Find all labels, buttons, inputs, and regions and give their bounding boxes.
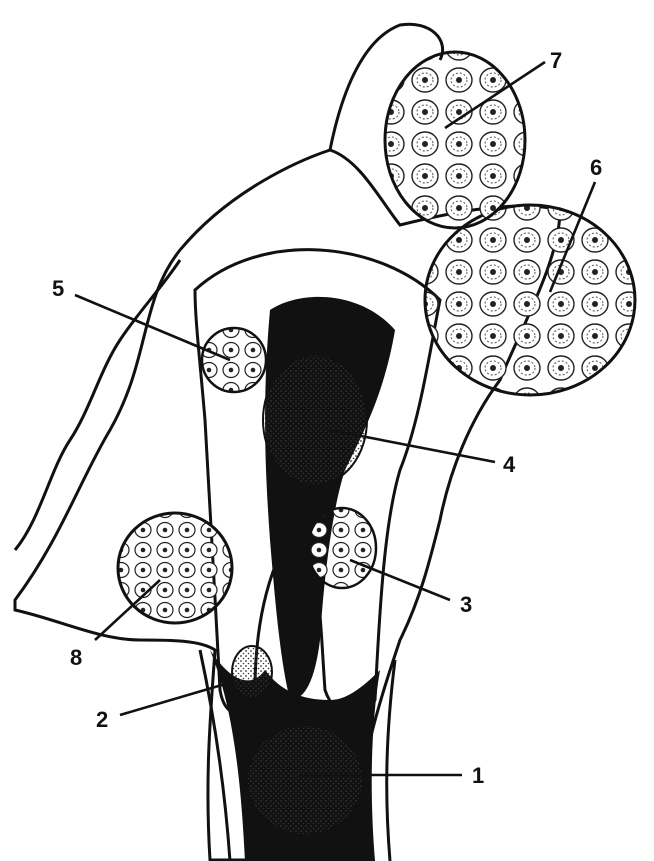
leader-2 <box>120 682 232 715</box>
fibroid-pedunculated-subserous <box>385 52 525 228</box>
label-7: 7 <box>550 48 562 73</box>
fibroid-cervical-pedunculated <box>247 725 363 835</box>
label-1: 1 <box>472 763 484 788</box>
fibroid-intraligamentary <box>118 513 232 623</box>
leader-3 <box>350 560 450 600</box>
label-8: 8 <box>70 645 82 670</box>
fibroid-intramural <box>308 508 376 588</box>
label-5: 5 <box>52 276 64 301</box>
label-6: 6 <box>590 155 602 180</box>
fibroid-cervical <box>232 646 272 698</box>
label-2: 2 <box>96 707 108 732</box>
label-4: 4 <box>503 452 516 477</box>
fibroid-submucous <box>263 355 367 485</box>
fibroid-intramural-left <box>202 328 266 392</box>
label-3: 3 <box>460 592 472 617</box>
fibroid-subserous <box>425 205 635 395</box>
